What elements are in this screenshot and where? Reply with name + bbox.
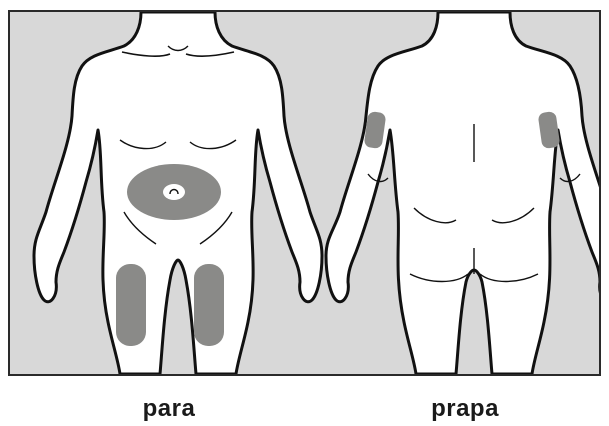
right-thigh-icon (194, 264, 224, 346)
left-thigh-icon (116, 264, 146, 346)
body-diagram (10, 12, 599, 374)
back-view-label: prapa (431, 395, 499, 423)
front-view-label: para (143, 395, 196, 423)
navel-ring-icon (163, 184, 185, 200)
back-body-outline (326, 12, 599, 374)
body-diagram-panel (8, 10, 601, 376)
front-figure (34, 12, 322, 374)
back-figure (326, 12, 599, 374)
